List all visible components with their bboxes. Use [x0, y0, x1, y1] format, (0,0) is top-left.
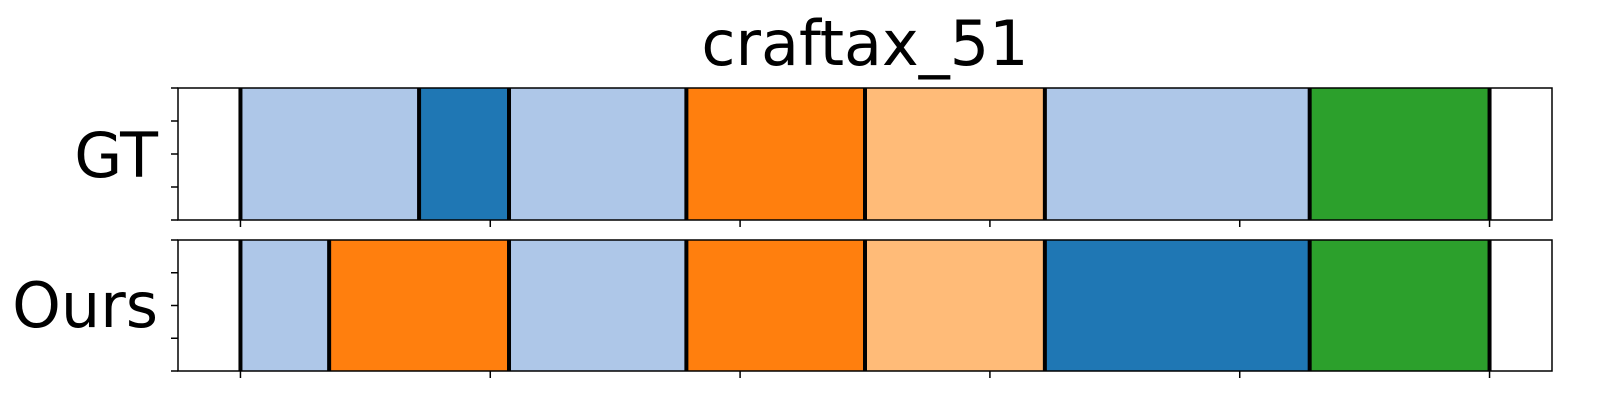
row-label-gt: GT — [74, 119, 159, 192]
segment-gt-6 — [1309, 88, 1490, 220]
segment-gt-5 — [1044, 88, 1310, 220]
row-label-ours: Ours — [12, 269, 158, 342]
segment-ours-5 — [1044, 240, 1310, 371]
row-gt: GT — [74, 87, 1553, 227]
segment-ours-6 — [1309, 240, 1490, 371]
segment-gt-0 — [240, 88, 420, 220]
segment-ours-2 — [509, 240, 687, 371]
segment-gt-2 — [509, 88, 687, 220]
segment-gt-4 — [865, 88, 1045, 220]
segment-ours-1 — [329, 240, 510, 371]
chart-title: craftax_51 — [701, 7, 1028, 80]
row-ours: Ours — [12, 239, 1553, 378]
segment-ours-4 — [865, 240, 1045, 371]
segment-gt-3 — [686, 88, 865, 220]
timeline-rows: GT Ours — [12, 87, 1553, 378]
segment-ours-3 — [686, 240, 865, 371]
segment-ours-0 — [240, 240, 330, 371]
segment-gt-1 — [419, 88, 510, 220]
